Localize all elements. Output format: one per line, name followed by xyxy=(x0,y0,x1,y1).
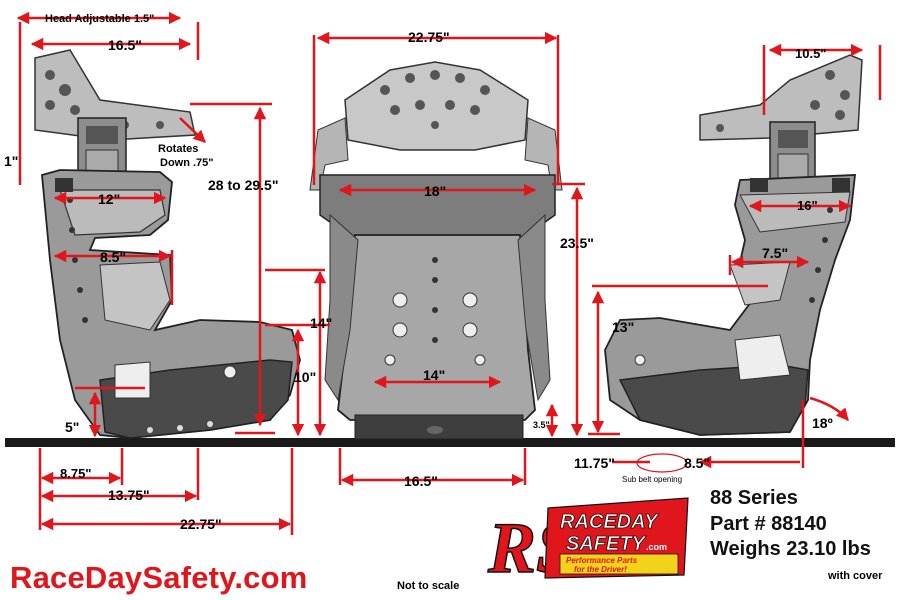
left-head-plate xyxy=(34,49,196,141)
website-brand: RaceDaySafety.com xyxy=(10,560,308,595)
label-rib-left: 8.5" xyxy=(100,249,126,265)
label-sub-right: 8.5" xyxy=(684,455,710,471)
ground-line xyxy=(5,438,895,447)
dimension-lines xyxy=(16,11,882,535)
label-right-shoulder: 16" xyxy=(797,198,818,213)
label-shoulder-left: 12" xyxy=(98,191,120,207)
label-ten-left: 10" xyxy=(294,369,316,385)
logo-line2: SAFETY xyxy=(566,533,647,555)
cover-note: with cover xyxy=(828,570,883,582)
raceday-safety-logo: RS RACEDAY SAFETY .com Performance Parts… xyxy=(486,494,689,589)
label-front-height: 23.5" xyxy=(560,235,594,251)
label-right-rib: 7.5" xyxy=(762,245,788,261)
label-base-22-75: 22.75" xyxy=(180,516,222,532)
right-side-seat xyxy=(604,54,863,436)
label-sub-left: 11.75" xyxy=(574,455,615,471)
logo-tagline2: for the Driver! xyxy=(574,565,627,574)
label-fourteen-left: 14" xyxy=(310,315,332,331)
right-head-plate xyxy=(699,54,863,141)
label-front-3-5: 3.5" xyxy=(533,420,550,430)
logo-line1: RACEDAY xyxy=(560,511,659,533)
front-head-wing xyxy=(344,61,529,151)
label-five-left: 5" xyxy=(65,419,79,435)
series-name: 88 Series xyxy=(710,487,798,509)
label-one-inch: 1" xyxy=(4,153,18,169)
label-rotates-down: Down .75" xyxy=(160,157,214,169)
label-front-base: 16.5" xyxy=(404,473,438,489)
label-right-top-width: 10.5" xyxy=(795,46,826,61)
front-body xyxy=(337,234,536,421)
scale-note: Not to scale xyxy=(397,580,460,592)
label-head-adjustable: Head Adjustable 1.5" xyxy=(45,13,154,25)
label-front-shoulder: 18" xyxy=(424,183,446,199)
label-side-height: 28 to 29.5" xyxy=(208,177,278,193)
label-base-13-75: 13.75" xyxy=(108,487,150,503)
part-number: Part # 88140 xyxy=(710,513,827,535)
logo-tagline1: Performance Parts xyxy=(566,556,638,565)
label-front-top-width: 22.75" xyxy=(408,29,450,45)
label-right-13: 13" xyxy=(612,319,634,335)
dimension-labels: Head Adjustable 1.5" 16.5" Rotates Down … xyxy=(4,13,833,532)
label-base-8-75: 8.75" xyxy=(60,466,91,481)
label-right-angle: 18º xyxy=(812,415,833,431)
label-side-top-width: 16.5" xyxy=(108,37,142,53)
label-front-hip: 14" xyxy=(423,367,445,383)
seat-weight: Weighs 23.10 lbs xyxy=(710,538,871,560)
label-sub-belt: Sub belt opening xyxy=(622,475,682,484)
label-rotates: Rotates xyxy=(158,143,198,155)
logo-dotcom: .com xyxy=(646,542,667,552)
